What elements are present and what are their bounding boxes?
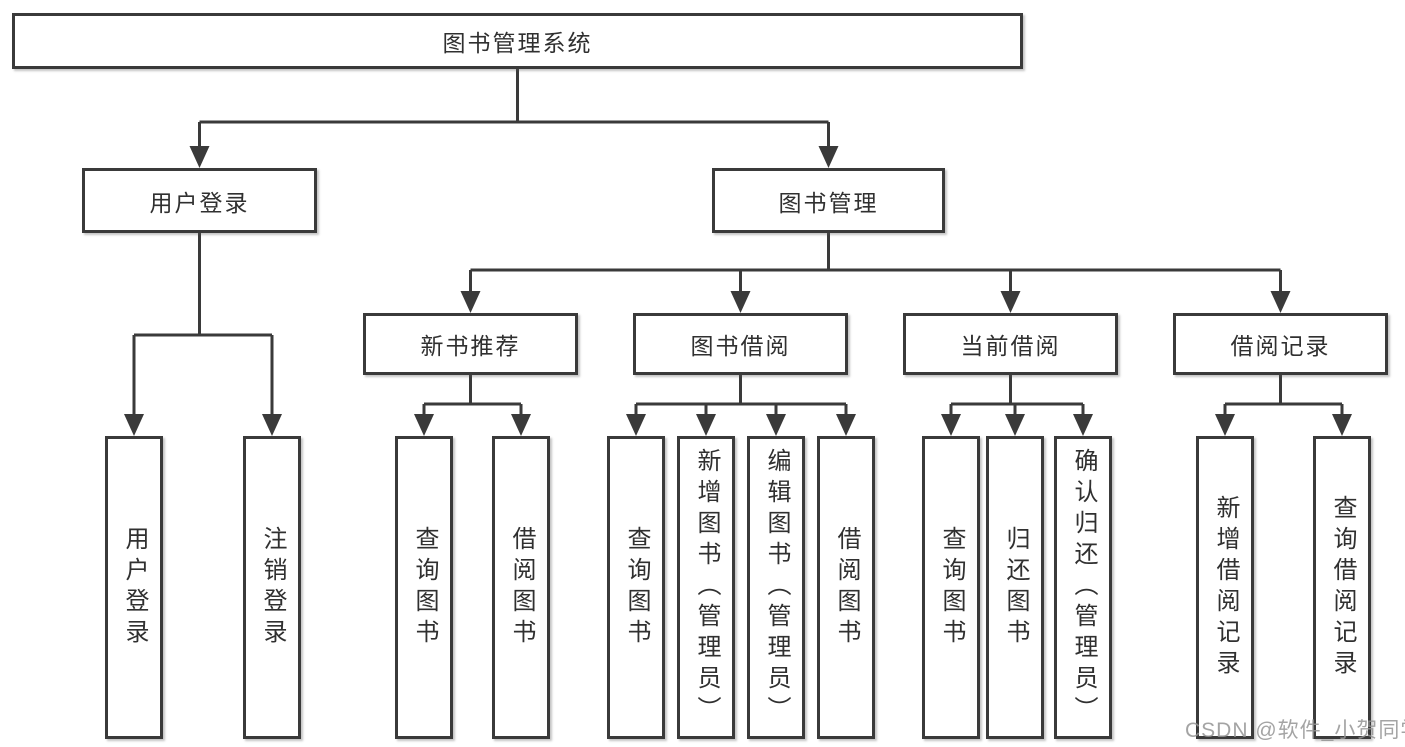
arrowhead-icon: [626, 414, 646, 436]
connector-current-borrow: [941, 375, 1093, 436]
leaf-logout: 注销登录: [243, 436, 301, 739]
connector-book-borrow: [626, 375, 856, 436]
arrowhead-icon: [189, 146, 210, 168]
arrowhead-icon: [1005, 414, 1025, 436]
arrowhead-icon: [941, 414, 961, 436]
leaf-query-borrow-record: 查询借阅记录: [1313, 436, 1371, 739]
arrowhead-icon: [1073, 414, 1093, 436]
leaf-query-books-current: 查询图书: [922, 436, 980, 739]
leaf-query-books-recommend: 查询图书: [395, 436, 453, 739]
connector-new-book: [414, 375, 531, 436]
node-book-borrow: 图书借阅: [633, 313, 848, 375]
leaf-confirm-return-admin: 确认归还（管理员）: [1054, 436, 1112, 739]
connector-root: [189, 69, 839, 168]
arrowhead-icon: [766, 414, 786, 436]
arrowhead-icon: [262, 414, 282, 436]
connector-borrow-record: [1215, 375, 1352, 436]
leaf-query-books-borrow: 查询图书: [607, 436, 665, 739]
arrowhead-icon: [730, 291, 751, 313]
arrowhead-icon: [1000, 291, 1021, 313]
leaf-edit-books-admin: 编辑图书（管理员）: [747, 436, 805, 739]
arrowhead-icon: [1270, 291, 1291, 313]
arrowhead-icon: [818, 146, 839, 168]
node-new-book-recommend: 新书推荐: [363, 313, 578, 375]
node-book-management: 图书管理: [712, 168, 945, 233]
connector-user-login: [124, 233, 282, 436]
node-user-login: 用户登录: [82, 168, 317, 233]
arrowhead-icon: [1215, 414, 1235, 436]
leaf-borrow-books: 借阅图书: [817, 436, 875, 739]
node-borrow-record: 借阅记录: [1173, 313, 1388, 375]
leaf-user-login: 用户登录: [105, 436, 163, 739]
leaf-add-borrow-record: 新增借阅记录: [1196, 436, 1254, 739]
node-root-system: 图书管理系统: [12, 13, 1023, 69]
arrowhead-icon: [696, 414, 716, 436]
arrowhead-icon: [414, 414, 434, 436]
arrowhead-icon: [1332, 414, 1352, 436]
arrowhead-icon: [836, 414, 856, 436]
node-current-borrow: 当前借阅: [903, 313, 1118, 375]
csdn-watermark: CSDN @软件_小贺同学: [1185, 719, 1405, 742]
leaf-return-books: 归还图书: [986, 436, 1044, 739]
arrowhead-icon: [460, 291, 481, 313]
arrowhead-icon: [124, 414, 144, 436]
arrowhead-icon: [511, 414, 531, 436]
connector-book-mgmt: [460, 233, 1291, 313]
leaf-add-books-admin: 新增图书（管理员）: [677, 436, 735, 739]
leaf-borrow-books-recommend: 借阅图书: [492, 436, 550, 739]
